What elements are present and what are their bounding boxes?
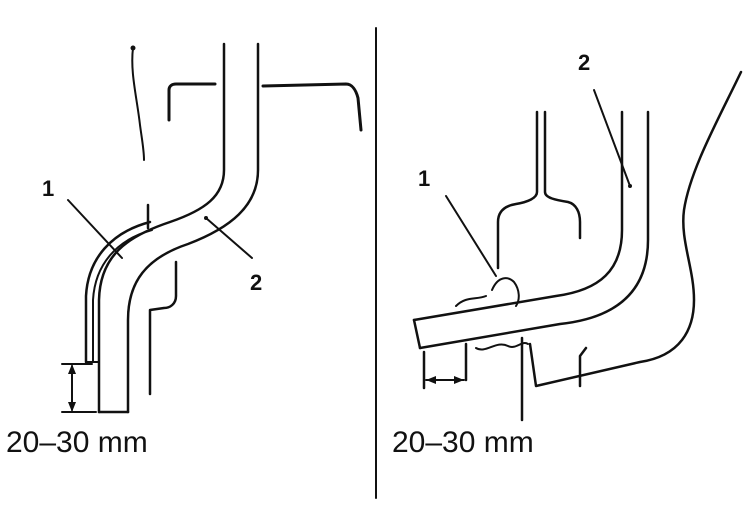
right-callout-2: 2 <box>578 50 590 75</box>
left-bracket-right <box>261 82 363 132</box>
left-leader-2 <box>205 217 253 259</box>
right-sleeve <box>422 336 524 422</box>
left-leader-1 <box>67 199 123 259</box>
right-callout-1: 1 <box>418 166 430 191</box>
right-hose-inner <box>418 110 650 350</box>
right-leader-2-dot <box>628 184 632 188</box>
left-hose-inner <box>126 42 260 414</box>
left-arrow-bottom <box>68 402 76 412</box>
right-hose-outer <box>412 110 624 322</box>
left-hose-outer <box>97 42 226 414</box>
left-panel: 1 2 20–30 mm <box>6 42 363 459</box>
left-bracket <box>167 82 217 122</box>
left-arrow-top <box>68 364 76 374</box>
right-arrow-left <box>426 376 436 384</box>
left-sleeve-inner <box>92 229 153 363</box>
left-sleeve <box>84 220 152 364</box>
left-leader-2-dot <box>204 216 208 220</box>
right-stem <box>496 110 539 270</box>
right-leader-2 <box>593 89 631 187</box>
right-stem-2 <box>543 110 582 240</box>
left-callout-2: 2 <box>250 270 262 295</box>
left-dimension-mark <box>61 363 97 413</box>
right-hose-end <box>412 318 422 350</box>
left-dimension-label: 20–30 mm <box>6 426 148 459</box>
right-dimension-label: 20–30 mm <box>392 426 534 459</box>
right-body-panel <box>528 70 743 388</box>
left-body <box>146 203 178 396</box>
left-wire-end <box>130 45 136 51</box>
right-panel: 1 2 20–30 mm <box>392 50 743 459</box>
left-wire <box>131 47 145 161</box>
right-leader-1 <box>445 195 497 277</box>
right-body-step <box>578 346 588 388</box>
right-arrow-right <box>454 376 464 384</box>
left-callout-1: 1 <box>42 176 54 201</box>
